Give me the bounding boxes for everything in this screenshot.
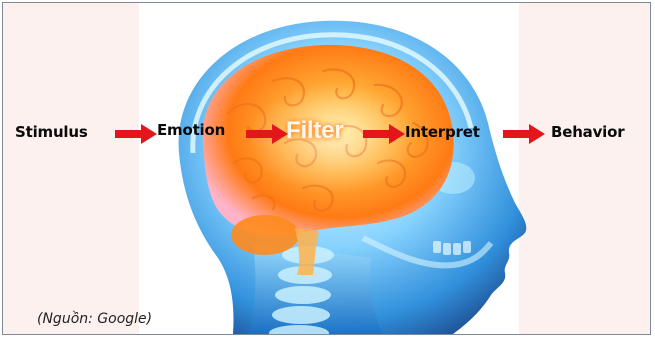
step-behavior: Behavior — [551, 123, 624, 141]
step-emotion: Emotion — [157, 121, 225, 139]
red-arrow-icon — [503, 124, 545, 144]
step-filter: Filter — [286, 117, 343, 145]
head-xray-illustration — [3, 3, 650, 334]
diagram-frame: Stimulus Emotion Filter Interpret Behavi… — [2, 2, 651, 335]
step-stimulus: Stimulus — [15, 123, 88, 141]
red-arrow-icon — [115, 124, 157, 144]
source-caption: (Nguồn: Google) — [37, 311, 152, 327]
red-arrow-icon — [363, 124, 405, 144]
cerebellum — [231, 215, 299, 255]
step-interpret: Interpret — [405, 123, 480, 141]
red-arrow-icon — [246, 124, 288, 144]
